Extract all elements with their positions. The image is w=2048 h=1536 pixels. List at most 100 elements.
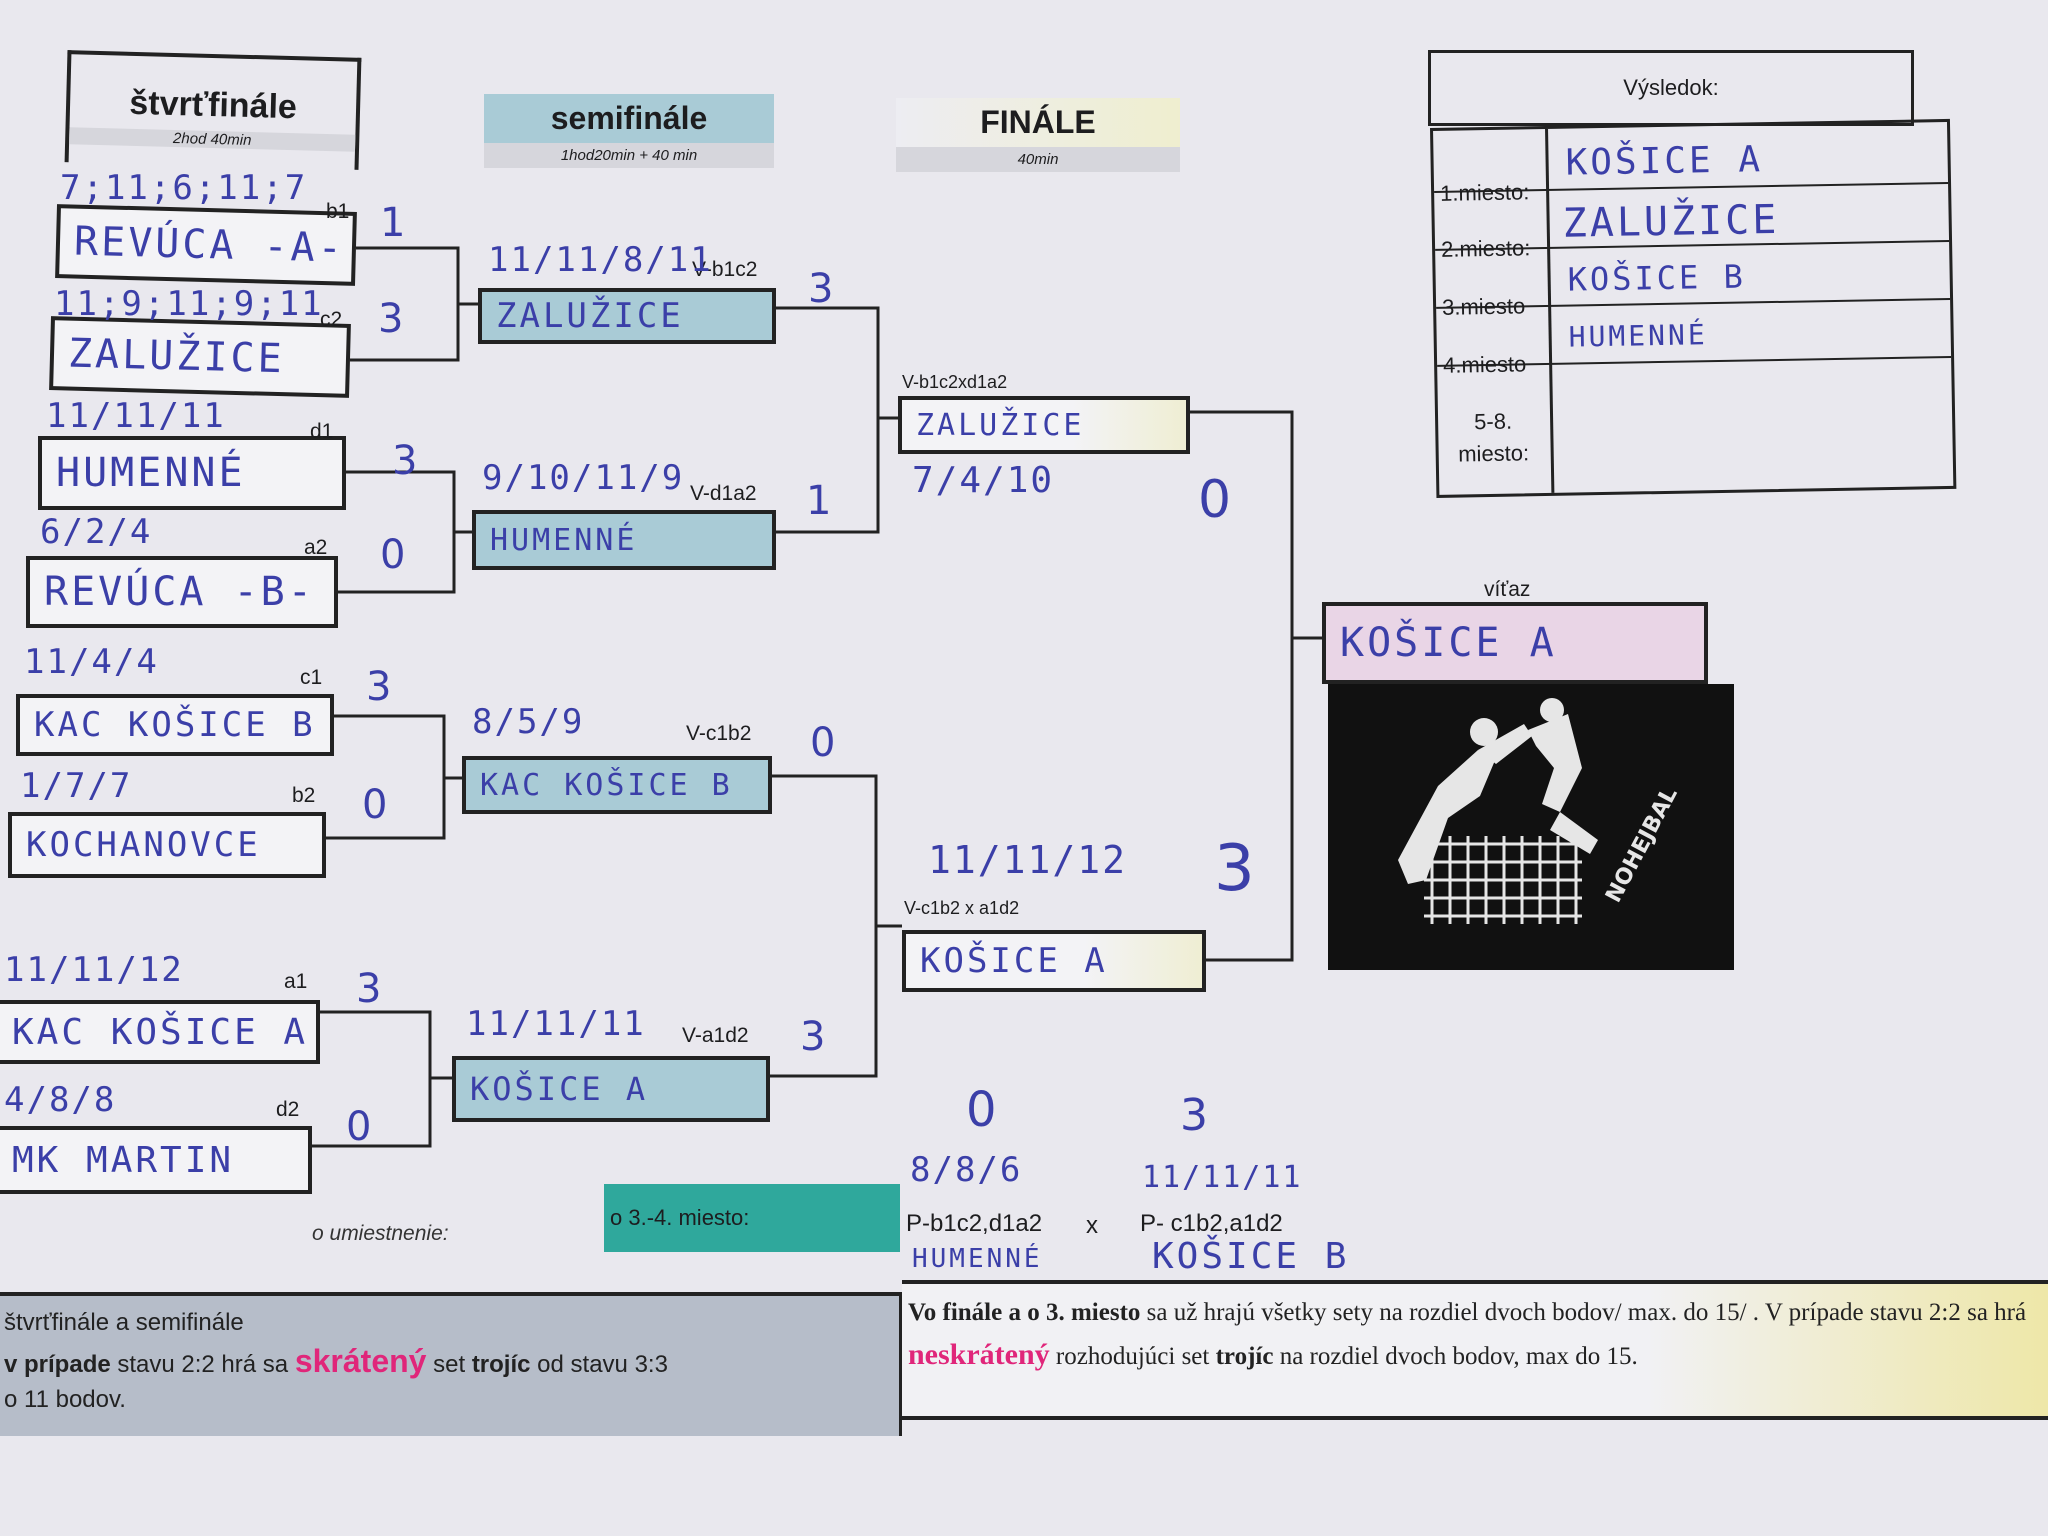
semifinal-team-a1d2: KOŠICE A: [452, 1056, 770, 1122]
rules-left-emph: skrátený: [294, 1343, 427, 1379]
final-team-top: ZALUŽICE: [898, 396, 1190, 454]
result-place: 1.miesto:: [1439, 179, 1530, 206]
winner-label: víťaz: [1484, 578, 1531, 601]
match-score: 0: [810, 720, 836, 766]
final-title: FINÁLE: [896, 98, 1180, 147]
rules-right-emph: neskrátený: [908, 1338, 1050, 1371]
semifinal-team-d1a2: HUMENNÉ: [472, 510, 776, 570]
semifinal-title: semifinále: [484, 94, 774, 143]
versus-symbol: x: [1086, 1212, 1098, 1239]
third-right-sets: 11/11/11: [1142, 1160, 1303, 1195]
quarterfinal-team-d2: MK MARTIN: [0, 1126, 312, 1194]
rules-left-title: štvrťfinále a semifinále: [4, 1309, 244, 1336]
rules-right-text: sa hrá: [1960, 1299, 2027, 1326]
rules-right-bold-a: Vo finále a o 3. miesto: [908, 1299, 1141, 1326]
logo-text: NOHEJBAL: [1601, 783, 1682, 906]
match-score: 3: [808, 266, 834, 312]
third-left-team: HUMENNÉ: [912, 1244, 1043, 1274]
result-team: ZALUŽICE: [1562, 196, 1780, 247]
third-left-code: P-b1c2,d1a2: [906, 1210, 1043, 1237]
team-name: HUMENNÉ: [56, 450, 246, 496]
third-left-score: 0: [966, 1082, 997, 1138]
team-name: ZALUŽICE: [67, 330, 286, 383]
match-code: V-c1b2: [686, 722, 752, 745]
rules-right-bold: trojíc: [1215, 1343, 1274, 1370]
match-code: V-a1d2: [682, 1024, 749, 1047]
rules-right-text: rozhodujúci set: [1049, 1343, 1216, 1370]
quarterfinal-team-a1: KAC KOŠICE A: [0, 1000, 320, 1064]
team-name: MK MARTIN: [12, 1139, 235, 1181]
third-left-sets: 8/8/6: [910, 1150, 1023, 1190]
set-scores: 11/4/4: [24, 642, 159, 682]
match-code: V-d1a2: [690, 482, 757, 505]
result-place: 3.miesto: [1441, 293, 1526, 320]
match-score: 0: [1198, 470, 1232, 530]
rules-left-text: set: [426, 1351, 472, 1378]
result-team: KOŠICE B: [1567, 257, 1747, 299]
match-score: 3: [392, 438, 418, 484]
team-name: KOCHANOVCE: [26, 825, 261, 865]
set-scores: 9/10/11/9: [482, 458, 685, 498]
footvolley-players-icon: NOHEJBAL: [1398, 698, 1683, 924]
semifinal-team-c1b2: KAC KOŠICE B: [462, 756, 772, 814]
match-score: 0: [362, 782, 388, 828]
match-code: d2: [276, 1098, 300, 1121]
rules-left-text: od stavu 3:3: [530, 1351, 668, 1378]
semifinal-duration: 1hod20min + 40 min: [484, 143, 774, 168]
match-code: V-b1c2xd1a2: [902, 372, 1008, 392]
winner-logo: NOHEJBAL: [1328, 684, 1734, 970]
match-code: V-c1b2 x a1d2: [904, 898, 1020, 918]
team-name: KAC KOŠICE B: [34, 705, 316, 745]
rules-right: Vo finále a o 3. miesto sa už hrajú všet…: [902, 1280, 2048, 1420]
set-scores: 11/11/11: [46, 396, 226, 436]
set-scores: 1/7/7: [20, 766, 133, 806]
match-score: 0: [380, 532, 406, 578]
team-name: REVÚCA -A-: [73, 218, 346, 272]
match-code: d1: [310, 420, 334, 443]
match-score: 3: [366, 664, 392, 710]
rules-left-bold-a: v prípade: [4, 1351, 111, 1378]
results-title-box: Výsledok:: [1428, 50, 1914, 126]
third-place-label: o 3.-4. miesto:: [610, 1205, 750, 1230]
semifinal-header: semifinále 1hod20min + 40 min: [484, 94, 774, 168]
match-score: 3: [800, 1014, 826, 1060]
team-name: KOŠICE A: [470, 1070, 649, 1108]
set-scores: 11/11/11: [466, 1004, 646, 1044]
winner-box: KOŠICE A: [1322, 602, 1708, 684]
rules-left-bold: trojíc: [471, 1351, 531, 1378]
third-right-score: 3: [1180, 1090, 1208, 1141]
rules-right-text: na rozdiel dvoch bodov, max do 15.: [1273, 1343, 1638, 1370]
match-score: 3: [1214, 832, 1255, 906]
rules-left-line1: v prípade stavu 2:2 hrá sa skrátený set …: [4, 1338, 895, 1388]
match-score: 3: [378, 296, 404, 342]
team-name: KOŠICE A: [920, 941, 1108, 981]
quarterfinal-team-d1: HUMENNÉ: [38, 436, 346, 510]
third-right-team: KOŠICE B: [1152, 1236, 1350, 1277]
match-score: 1: [380, 200, 406, 246]
rules-left: štvrťfinále a semifinále v prípade stavu…: [0, 1292, 902, 1436]
match-code: V-b1c2: [692, 258, 758, 281]
set-scores: 11/11/8/11: [488, 240, 713, 280]
set-scores: 7;11;6;11;7: [60, 168, 308, 208]
results-title: Výsledok:: [1623, 75, 1719, 100]
match-score: 0: [346, 1104, 372, 1150]
team-name: REVÚCA -B-: [44, 569, 315, 615]
set-scores: 11/11/12: [4, 950, 184, 990]
set-scores: 7/4/10: [912, 460, 1055, 501]
quarterfinal-team-c2: ZALUŽICE: [49, 316, 351, 398]
final-team-bottom: KOŠICE A: [902, 930, 1206, 992]
match-code: b2: [292, 784, 316, 807]
match-code: a2: [304, 536, 328, 559]
final-duration: 40min: [896, 147, 1180, 172]
match-score: 3: [356, 966, 382, 1012]
quarterfinal-team-c1: KAC KOŠICE B: [16, 694, 334, 756]
team-name: KAC KOŠICE B: [480, 767, 733, 803]
placement-label: o umiestnenie:: [312, 1222, 449, 1245]
result-team: HUMENNÉ: [1568, 318, 1708, 354]
rules-left-line2: o 11 bodov.: [4, 1386, 126, 1413]
match-code: a1: [284, 970, 308, 993]
match-code: c1: [300, 666, 323, 689]
result-team: KOŠICE A: [1565, 139, 1764, 184]
winner-team: KOŠICE A: [1340, 620, 1557, 666]
quarterfinal-team-a2: REVÚCA -B-: [26, 556, 338, 628]
